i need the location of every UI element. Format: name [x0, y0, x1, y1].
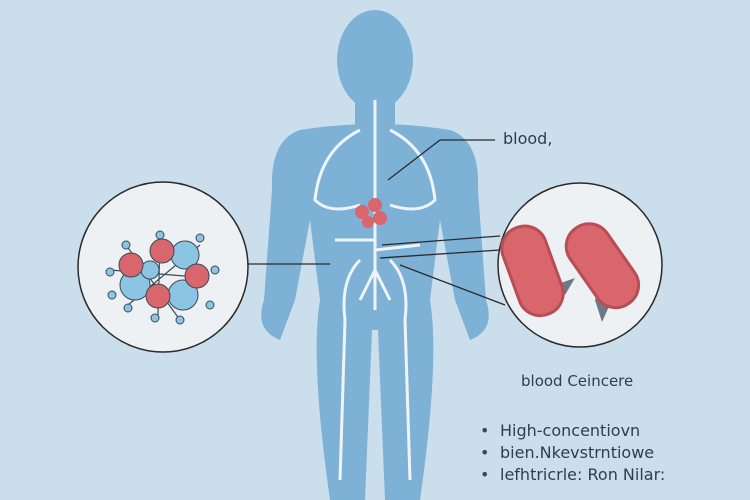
bullet-list: High-concentiovn bien.Nkevstrntiowe lefh… [480, 420, 665, 486]
red-blood-cell [500, 222, 641, 318]
organ-cells [355, 198, 387, 228]
bullet-item: bien.Nkevstrntiowe [480, 442, 665, 464]
human-silhouette [261, 10, 489, 500]
label-blood: blood, [503, 129, 553, 148]
label-blood-concentration: blood Ceincere [521, 372, 634, 390]
bullet-item: High-concentiovn [480, 420, 665, 442]
blood-cell-inset [497, 182, 663, 348]
molecule-inset [77, 181, 249, 353]
leader-lines [245, 139, 506, 306]
bullet-item: lefhtricrle: Ron Nilar: [480, 464, 665, 486]
